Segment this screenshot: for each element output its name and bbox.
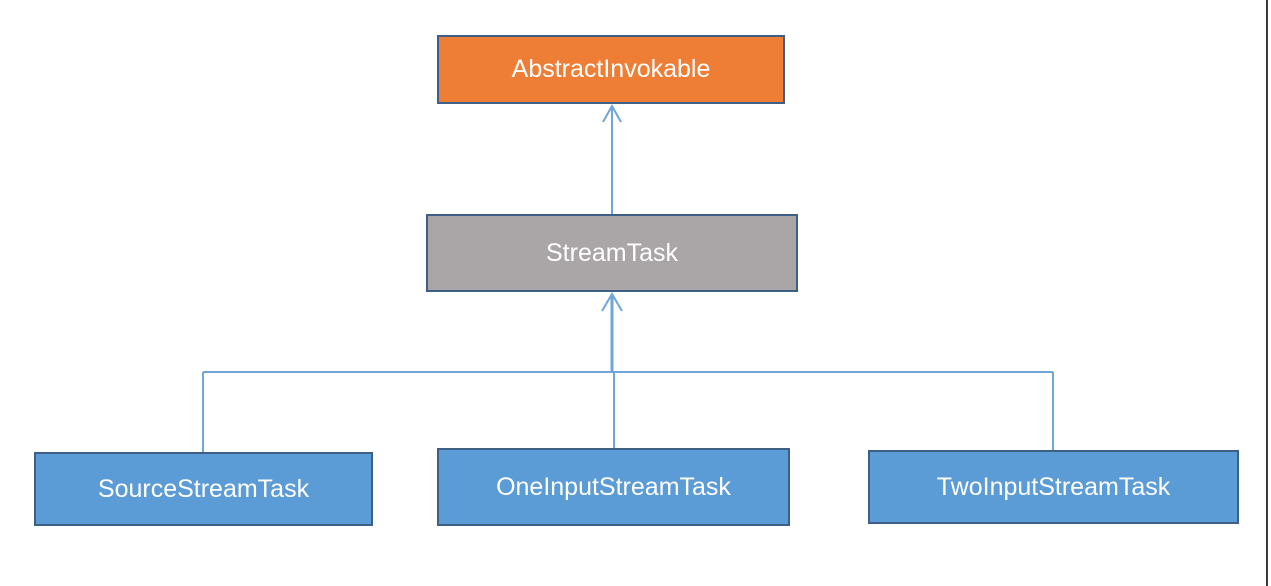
node-two-input-stream-task: TwoInputStreamTask — [868, 450, 1239, 524]
window-edge-divider — [1266, 0, 1268, 586]
node-stream-task: StreamTask — [426, 214, 798, 292]
node-label: TwoInputStreamTask — [936, 472, 1171, 501]
node-one-input-stream-task: OneInputStreamTask — [437, 448, 790, 526]
node-label: SourceStreamTask — [97, 474, 310, 503]
arrowhead-streamtask — [601, 292, 623, 312]
node-label: OneInputStreamTask — [496, 472, 731, 501]
arrowhead-abstractinvokable — [602, 103, 622, 123]
node-label: AbstractInvokable — [511, 55, 711, 83]
node-source-stream-task: SourceStreamTask — [34, 452, 373, 526]
node-label: StreamTask — [546, 238, 678, 267]
node-abstract-invokable: AbstractInvokable — [437, 35, 785, 104]
